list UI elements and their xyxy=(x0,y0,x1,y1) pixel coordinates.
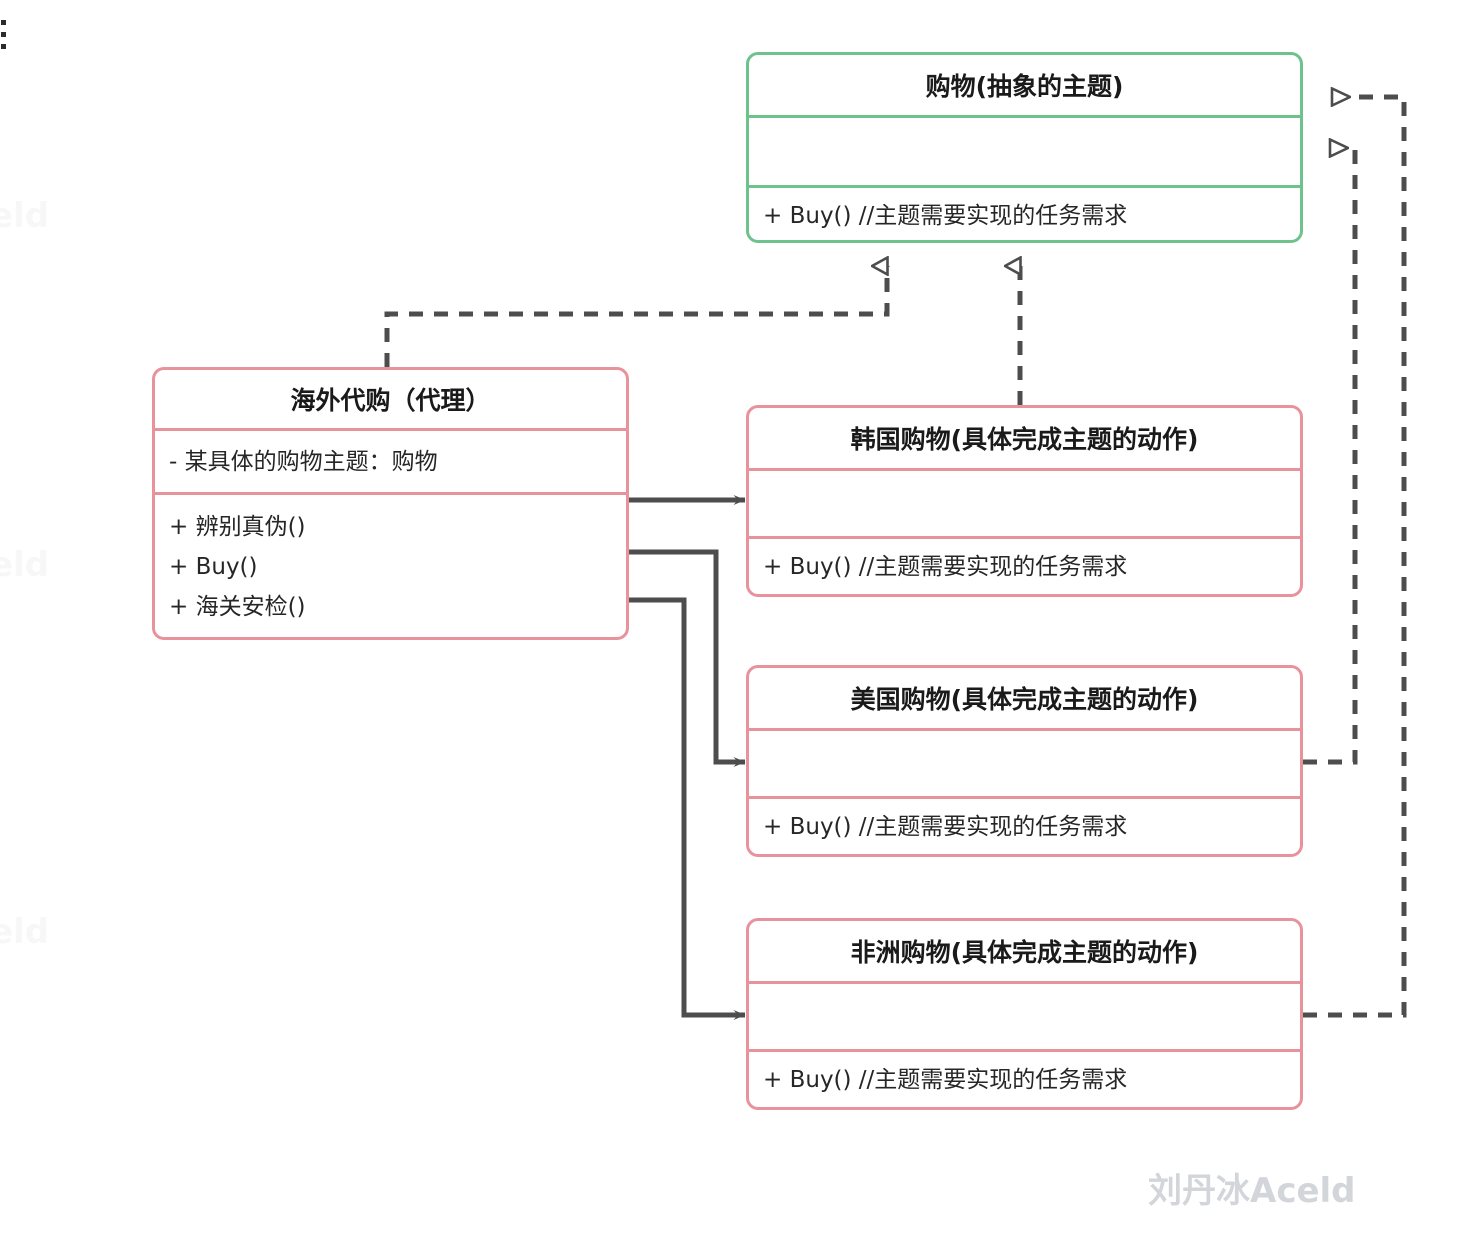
relation-proxy-uses-africa xyxy=(628,597,746,1020)
method-proxy-buy: + Buy() xyxy=(169,554,258,580)
class-methods-proxy: + 辨别真伪() + Buy() + 海关安检() xyxy=(155,492,626,637)
class-box-proxy[interactable]: 海外代购（代理） - 某具体的购物主题：购物 + 辨别真伪() + Buy() … xyxy=(152,367,629,640)
relation-africa-realizes-subject xyxy=(1303,97,1407,1018)
class-attributes-usa xyxy=(749,728,1300,796)
class-title-usa: 美国购物(具体完成主题的动作) xyxy=(850,685,1199,714)
class-box-usa[interactable]: 美国购物(具体完成主题的动作) + Buy() //主题需要实现的任务需求 xyxy=(746,665,1303,857)
class-title-africa: 非洲购物(具体完成主题的动作) xyxy=(850,938,1199,967)
method-subject-buy: + Buy() //主题需要实现的任务需求 xyxy=(763,202,1128,229)
class-box-africa[interactable]: 非洲购物(具体完成主题的动作) + Buy() //主题需要实现的任务需求 xyxy=(746,918,1303,1110)
class-title-proxy: 海外代购（代理） xyxy=(290,386,491,415)
class-attributes-subject xyxy=(749,115,1300,185)
class-box-subject[interactable]: 购物(抽象的主题) + Buy() //主题需要实现的任务需求 xyxy=(746,52,1303,243)
watermark-author: 刘丹冰Aceld xyxy=(1148,1171,1356,1211)
method-korea-buy: + Buy() //主题需要实现的任务需求 xyxy=(763,553,1128,580)
method-proxy-customs: + 海关安检() xyxy=(169,594,306,620)
class-attributes-africa xyxy=(749,981,1300,1049)
class-methods-korea: + Buy() //主题需要实现的任务需求 xyxy=(749,536,1300,594)
watermark-faint-2: eld xyxy=(0,545,50,585)
edge-dot-artifact xyxy=(1,20,6,49)
method-usa-buy: + Buy() //主题需要实现的任务需求 xyxy=(763,813,1128,840)
class-attributes-korea xyxy=(749,468,1300,536)
attribute-proxy-subject: - 某具体的购物主题：购物 xyxy=(169,448,438,475)
class-title-subject: 购物(抽象的主题) xyxy=(925,72,1124,101)
class-title-korea: 韩国购物(具体完成主题的动作) xyxy=(850,425,1199,454)
relation-proxy-realizes-subject xyxy=(384,266,890,367)
class-attributes-proxy: - 某具体的购物主题：购物 xyxy=(155,428,626,492)
class-methods-subject: + Buy() //主题需要实现的任务需求 xyxy=(749,185,1300,240)
method-proxy-verify: + 辨别真伪() xyxy=(169,514,306,540)
watermark-faint-1: eld xyxy=(0,196,50,236)
watermark-faint-3: eld xyxy=(0,912,50,952)
class-box-korea[interactable]: 韩国购物(具体完成主题的动作) + Buy() //主题需要实现的任务需求 xyxy=(746,405,1303,597)
relation-usa-realizes-subject xyxy=(1303,148,1358,765)
class-methods-usa: + Buy() //主题需要实现的任务需求 xyxy=(749,796,1300,854)
method-africa-buy: + Buy() //主题需要实现的任务需求 xyxy=(763,1066,1128,1093)
class-methods-africa: + Buy() //主题需要实现的任务需求 xyxy=(749,1049,1300,1107)
relation-proxy-uses-usa xyxy=(628,549,746,767)
